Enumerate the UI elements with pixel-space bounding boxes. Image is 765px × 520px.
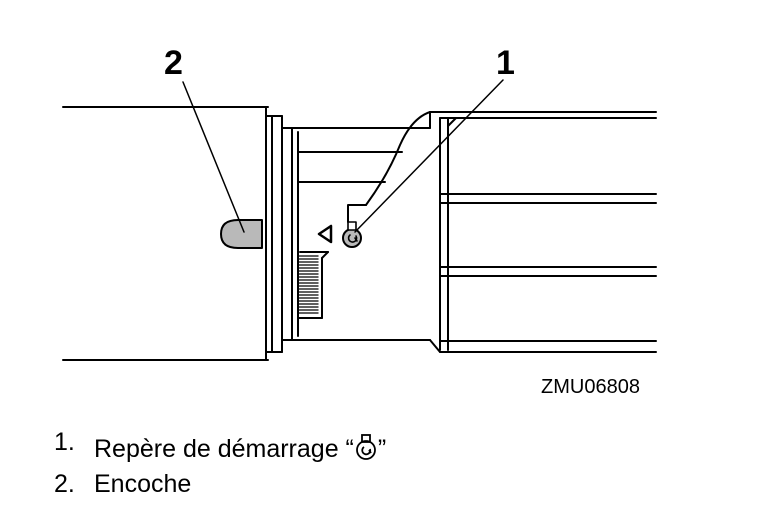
figure-code: ZMU06808 bbox=[541, 376, 640, 398]
legend-item: 2. Encoche bbox=[54, 472, 754, 514]
legend: 1. Repère de démarrage “ ” 2. Encoche bbox=[54, 430, 754, 514]
legend-number: 1. bbox=[54, 428, 75, 456]
legend-label: Encoche bbox=[94, 470, 192, 498]
callout-label-1: 1 bbox=[496, 44, 515, 82]
leader-line-1 bbox=[354, 79, 504, 233]
legend-item: 1. Repère de démarrage “ ” bbox=[54, 430, 754, 472]
start-mark-icon bbox=[342, 221, 362, 248]
callout-label-2: 2 bbox=[164, 44, 183, 82]
leader-line-2 bbox=[182, 81, 245, 233]
diagram: 2 1 ZMU06808 bbox=[62, 44, 657, 398]
legend-number: 2. bbox=[54, 470, 75, 498]
legend-label-text: Repère de démarrage “ bbox=[94, 435, 354, 463]
alignment-triangle-icon bbox=[317, 224, 333, 244]
notch bbox=[220, 219, 263, 249]
steering-column-illustration bbox=[62, 79, 657, 361]
legend-label-close: ” bbox=[377, 435, 387, 463]
legend-label: Repère de démarrage “ ” bbox=[94, 434, 386, 462]
middle-sleeve bbox=[291, 111, 441, 353]
scale-ribs bbox=[298, 255, 319, 314]
left-tube bbox=[62, 106, 293, 361]
start-mark-icon bbox=[355, 434, 376, 460]
right-tube bbox=[429, 111, 657, 353]
